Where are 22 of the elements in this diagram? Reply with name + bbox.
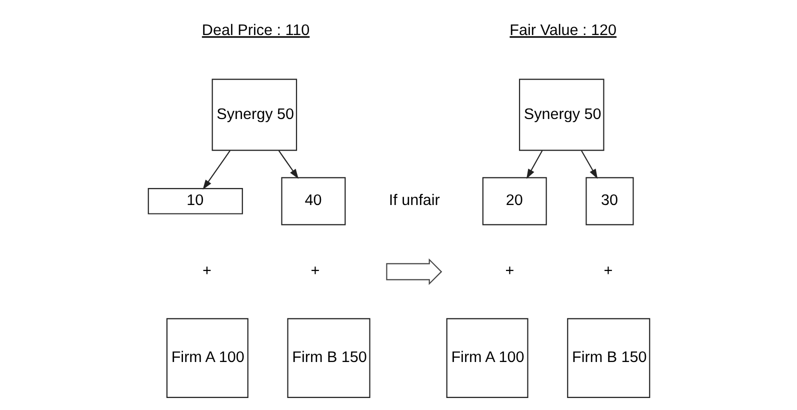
node-box: Firm A 100 <box>446 318 528 398</box>
arrow <box>202 150 230 190</box>
node-box: Synergy 50 <box>211 78 297 151</box>
arrow <box>580 150 598 179</box>
label: + <box>603 262 612 280</box>
label: Deal Price : 110 <box>201 22 310 40</box>
node-box: 10 <box>147 188 242 214</box>
label: + <box>504 262 514 280</box>
node-box: Firm B 150 <box>286 318 370 398</box>
node-box: Firm A 100 <box>166 318 248 398</box>
label: If unfair <box>388 192 440 210</box>
node-box: Firm B 150 <box>566 318 650 398</box>
node-box: 40 <box>280 177 346 226</box>
arrow <box>278 150 298 179</box>
label: Fair Value : 120 <box>509 22 616 40</box>
label: + <box>202 262 211 280</box>
node-box: Synergy 50 <box>518 78 604 151</box>
label: + <box>310 262 320 280</box>
node-arrow <box>386 258 442 286</box>
node-box: 20 <box>482 177 546 226</box>
arrow <box>526 150 542 179</box>
node-box: 30 <box>585 177 634 226</box>
